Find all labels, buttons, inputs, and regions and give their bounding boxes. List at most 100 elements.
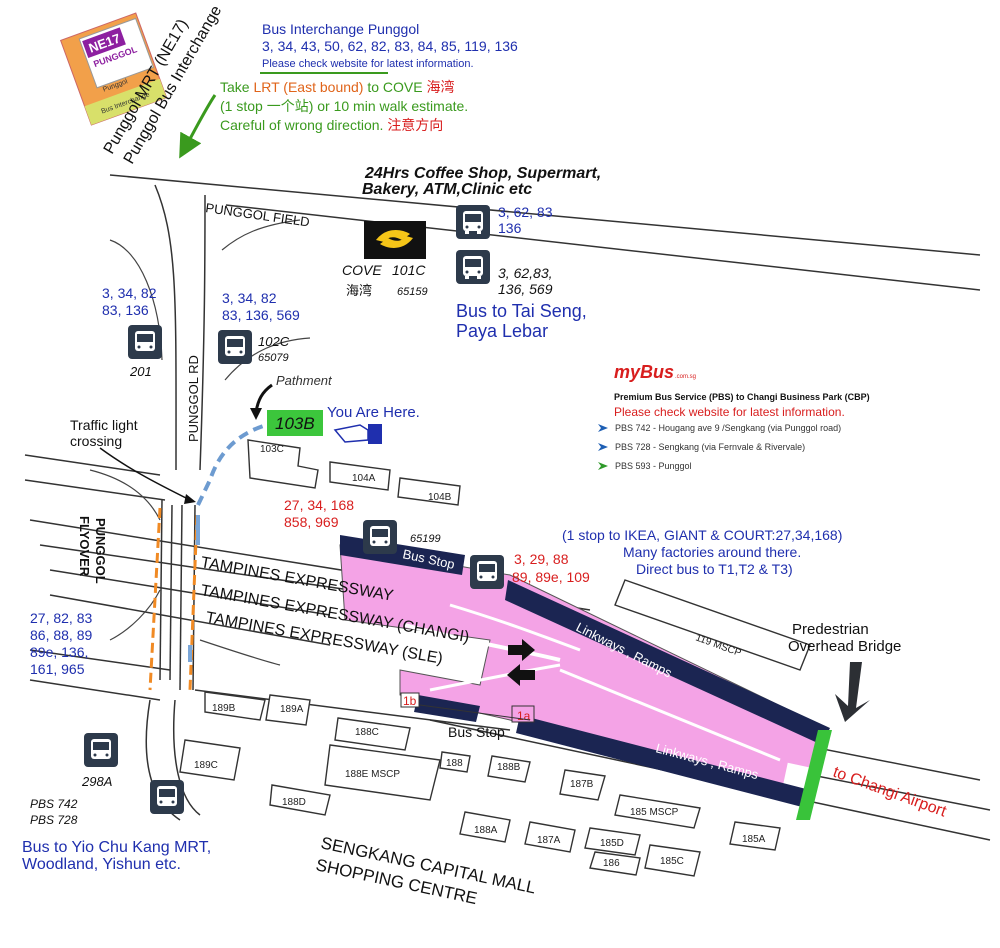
bldg-188c: 188C xyxy=(355,727,379,738)
pathment-arrow-icon xyxy=(254,383,273,413)
stop-298a-label: 298A xyxy=(81,774,112,789)
stop-201-routes-1: 3, 34, 82 xyxy=(102,285,157,301)
bldg-188e: 188E MSCP xyxy=(345,769,400,780)
bldg-104a: 104A xyxy=(352,473,376,484)
amenities-line2: Bakery, ATM,Clinic etc xyxy=(362,181,532,198)
mybus-arrow-icon-2 xyxy=(598,462,608,470)
bus-icon xyxy=(218,330,252,364)
yio-chu-kang-line1: Bus to Yio Chu Kang MRT, xyxy=(22,839,211,856)
cove-name: COVE xyxy=(342,262,382,278)
stop-102c-code: 65079 xyxy=(258,352,289,364)
ikea-info-line1: (1 stop to IKEA, GIANT & COURT:27,34,168… xyxy=(562,527,842,543)
lrt-instruction-line1: Take LRT (East bound) to COVE 海湾 xyxy=(220,79,455,95)
overhead-bridge xyxy=(796,730,832,820)
mybus-logo: myBus xyxy=(614,362,674,382)
you-are-here-label: You Are Here. xyxy=(327,404,420,421)
bldg-187a: 187A xyxy=(537,835,561,846)
mybus-item-2: PBS 593 - Punggol xyxy=(615,461,692,471)
traffic-light-arrow-icon xyxy=(99,447,191,501)
bldg-185d: 185D xyxy=(600,838,624,849)
stop-102c-routes-2: 83, 136, 569 xyxy=(222,307,300,323)
tai-seng-line2: Paya Lebar xyxy=(456,321,548,341)
bldg-189c: 189C xyxy=(194,760,218,771)
buildings-north xyxy=(247,439,811,671)
road-punggol-flyover-1: PUNGGOL xyxy=(93,518,108,584)
cove-code: 101C xyxy=(392,262,426,278)
pointing-hand-icon xyxy=(333,424,382,444)
to-changi-airport: to Changi Airport xyxy=(831,764,949,821)
ikea-info-line3: Direct bus to T1,T2 & T3) xyxy=(636,561,793,577)
mybus-item-1: PBS 728 - Sengkang (via Fernvale & River… xyxy=(615,442,805,452)
stop-top-routes-1: 3, 62, 83 xyxy=(498,204,553,220)
stop-top-routes-2b: 136, 569 xyxy=(498,281,553,297)
pbs-line1: PBS 742 xyxy=(30,797,78,811)
stop-298a-routes-4: 161, 965 xyxy=(30,661,85,677)
lrt-station-icon xyxy=(364,221,426,259)
bldg-188a: 188A xyxy=(474,825,498,836)
stop-102c-routes-1: 3, 34, 82 xyxy=(222,290,277,306)
stop-298a-routes-2: 86, 88, 89 xyxy=(30,627,92,643)
buildings-south xyxy=(179,691,781,877)
bridge-label-line2: Overhead Bridge xyxy=(788,638,901,655)
cove-cn: 海湾 xyxy=(346,283,372,298)
bldg-188: 188 xyxy=(446,758,463,769)
stop-201-routes-2: 83, 136 xyxy=(102,302,149,318)
arrow-right-icon xyxy=(508,639,535,661)
bridge-label-line1: Predestrian xyxy=(792,621,869,638)
mybus-title: Premium Bus Service (PBS) to Changi Busi… xyxy=(614,392,870,402)
pbs-line2: PBS 728 xyxy=(30,813,78,827)
svg-text:1a: 1a xyxy=(517,709,531,723)
arrow-left-icon xyxy=(507,664,535,686)
pathment-walkway xyxy=(196,420,279,506)
traffic-light-line1: Traffic light xyxy=(70,417,138,433)
stop-65199-routes-1: 27, 34, 168 xyxy=(284,497,354,513)
road-punggol-rd: PUNGGOL RD xyxy=(186,355,201,442)
road-network xyxy=(24,174,991,841)
bridge-arrow-icon xyxy=(835,662,870,722)
yio-chu-kang-line2: Woodland, Yishun etc. xyxy=(22,856,181,873)
crossing-dashes xyxy=(148,507,200,691)
stop-298a-routes-1: 27, 82, 83 xyxy=(30,610,92,626)
amenities-line1: 24Hrs Coffee Shop, Supermart, xyxy=(364,165,601,182)
cove-stop: 65159 xyxy=(397,286,428,298)
bldg-189a: 189A xyxy=(280,704,304,715)
stop-102c-label: 102C xyxy=(258,334,290,349)
bus-icon xyxy=(470,555,504,589)
walk-arrow-icon xyxy=(179,94,217,159)
bldg-103c: 103C xyxy=(260,444,284,455)
bldg-185mscp: 185 MSCP xyxy=(630,807,679,818)
mrt-station-sign: NE17 PUNGGOL Punggol Bus Interchange xyxy=(59,12,168,126)
mybus-logo-sub: .com.sg xyxy=(675,374,696,380)
stop-65199-code: 65199 xyxy=(410,533,441,545)
interchange-note: Please check website for latest informat… xyxy=(262,58,474,70)
stop-298a-routes-3: 89e, 136, xyxy=(30,644,88,660)
bldg-189b: 189B xyxy=(212,703,236,714)
bldg-188d: 188D xyxy=(282,797,306,808)
bus-icon xyxy=(363,520,397,554)
road-punggol-flyover-2: FLYOVER xyxy=(77,516,92,577)
stop-right-routes-1: 3, 29, 88 xyxy=(514,551,569,567)
lrt-instruction-line2: (1 stop 一个站) or 10 min walk estimate. xyxy=(220,98,468,114)
tai-seng-line1: Bus to Tai Seng, xyxy=(456,301,587,321)
mybus-arrow-icon-0 xyxy=(598,424,608,432)
you-are-here-block-label: 103B xyxy=(275,414,315,433)
stop-201-label: 201 xyxy=(129,364,152,379)
bus-icon xyxy=(456,250,490,284)
bus-icon xyxy=(456,205,490,239)
pathment-label: Pathment xyxy=(276,373,333,388)
mybus-item-0: PBS 742 - Hougang ave 9 /Sengkang (via P… xyxy=(615,423,841,433)
stop-top-routes-2: 3, 62,83, xyxy=(498,265,553,281)
stop-right-routes-2: 89, 89e, 109 xyxy=(512,569,590,585)
svg-text:1b: 1b xyxy=(403,694,417,708)
bldg-104b: 104B xyxy=(428,492,452,503)
mybus-note: Please check website for latest informat… xyxy=(614,405,845,419)
you-are-here-block xyxy=(267,410,323,436)
mybus-arrow-icon-1 xyxy=(598,443,608,451)
marker-1b: 1b xyxy=(400,692,420,708)
interchange-title: Bus Interchange Punggol xyxy=(262,21,419,37)
bus-icon xyxy=(150,780,184,814)
bus-stop-lower-label: Bus Stop xyxy=(448,724,505,740)
bus-icon xyxy=(84,733,118,767)
bldg-185c: 185C xyxy=(660,856,684,867)
